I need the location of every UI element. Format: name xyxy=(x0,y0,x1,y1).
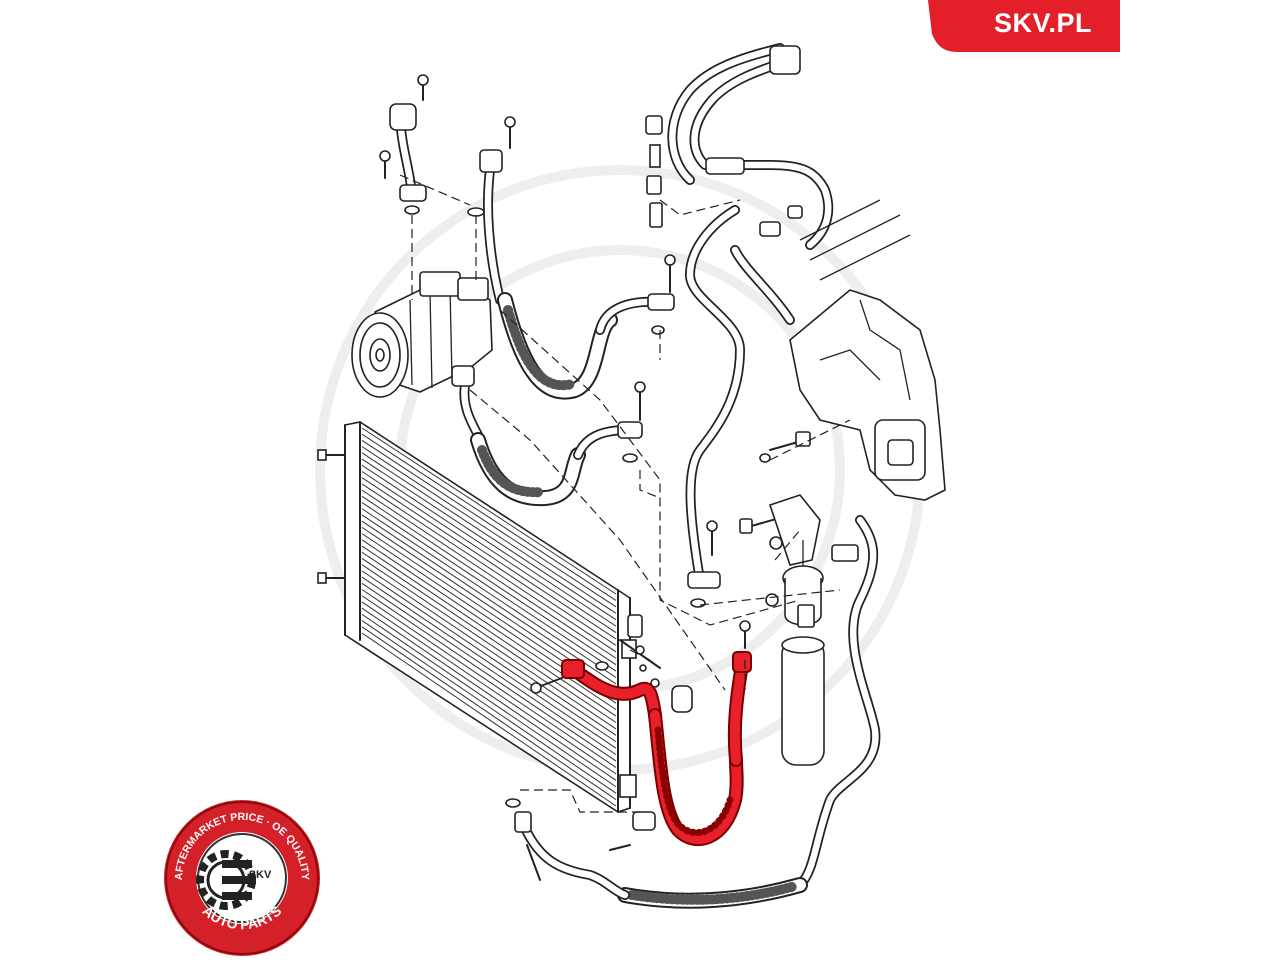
condenser-fin xyxy=(361,539,617,711)
condenser-fin xyxy=(361,446,617,614)
condenser-fin xyxy=(361,570,617,743)
condenser-fin xyxy=(361,427,617,595)
condenser-fin xyxy=(361,632,617,807)
condenser-fin xyxy=(361,551,617,723)
ac-line-pipe xyxy=(667,43,834,608)
brand-logo-text: SKV.PL xyxy=(993,8,1093,38)
condenser-fin xyxy=(361,483,617,653)
condenser xyxy=(317,421,637,813)
condenser-fin xyxy=(361,607,617,781)
discharge-hose xyxy=(451,365,643,507)
condenser-fin xyxy=(361,502,617,672)
condenser-fin xyxy=(361,595,617,768)
seal-graphic: AFTERMARKET PRICE · OE QUALITY AUTO PART… xyxy=(160,798,324,958)
condenser-fittings xyxy=(595,614,693,713)
condenser-fin xyxy=(361,458,617,627)
seal-center-label: SKV xyxy=(248,869,272,881)
brand-banner: SKV.PL xyxy=(928,0,1120,52)
condenser-fin xyxy=(361,489,617,659)
highlighted-ac-hose xyxy=(530,620,752,847)
condenser-fin xyxy=(361,564,617,736)
condenser-fin xyxy=(361,514,617,685)
brand-banner-shape xyxy=(928,0,1120,52)
compressor-inlet-fitting xyxy=(379,74,516,217)
condenser-fin xyxy=(361,613,617,788)
condenser-fin xyxy=(361,545,617,717)
assembly-guide-lines xyxy=(399,174,851,813)
condenser-fin xyxy=(361,433,617,601)
condenser-fin xyxy=(361,471,617,640)
gear-icon xyxy=(196,850,256,910)
condenser-fin xyxy=(361,576,617,749)
liquid-line xyxy=(505,515,881,909)
mounting-bolts xyxy=(622,381,821,566)
receiver-drier xyxy=(765,540,859,766)
engine-mount-bracket xyxy=(789,199,946,501)
condenser-fin xyxy=(361,440,617,608)
condenser-fin xyxy=(361,495,617,666)
condenser-fin xyxy=(361,508,617,678)
condenser-fin xyxy=(361,452,617,621)
condenser-fin xyxy=(361,558,617,730)
condenser-fin xyxy=(361,601,617,775)
quality-seal: AFTERMARKET PRICE · OE QUALITY AUTO PART… xyxy=(160,798,324,958)
condenser-fin xyxy=(361,582,617,756)
condenser-fin xyxy=(361,620,617,794)
condenser-fin xyxy=(361,477,617,646)
condenser-fin xyxy=(361,464,617,633)
suction-hose xyxy=(479,149,675,400)
condenser-fin xyxy=(361,589,617,762)
condenser-fin xyxy=(361,626,617,800)
pressure-switch-set xyxy=(645,115,676,335)
